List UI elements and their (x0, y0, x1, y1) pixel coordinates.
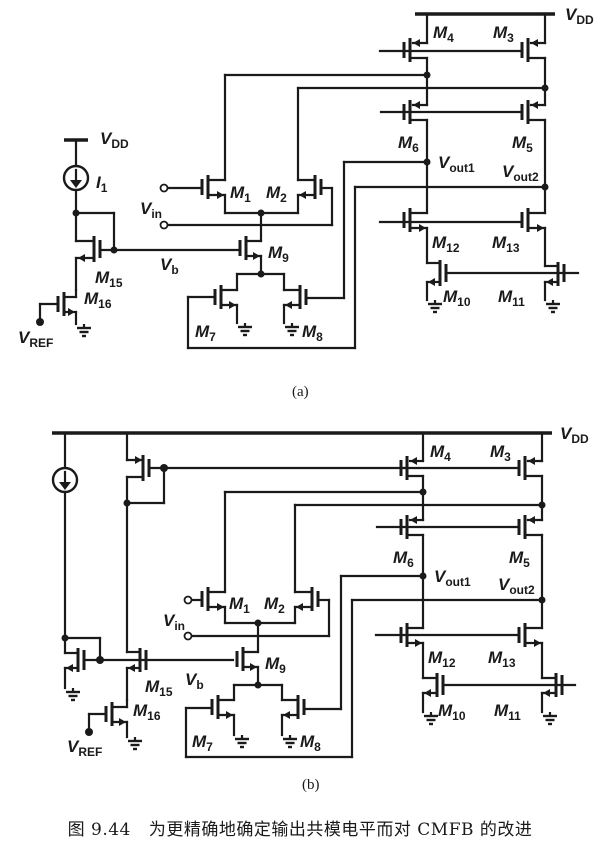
transistor-m9-b: M9 (235, 621, 286, 689)
current-source-b (51, 466, 79, 494)
transistor-m11-b: M11 (494, 673, 564, 726)
vb-label-a: Vb (160, 255, 179, 277)
svg-text:M6: M6 (393, 548, 414, 570)
transistor-m10-b: M10 (421, 673, 466, 726)
transistor-m6-a: M6 (398, 73, 429, 164)
svg-text:M1: M1 (230, 183, 251, 205)
transistor-m4-b: M4 (399, 431, 451, 494)
vout1-label-a: Vout1 (438, 153, 475, 175)
svg-text:M2: M2 (266, 183, 287, 205)
svg-text:M7: M7 (192, 732, 213, 754)
transistor-m16-a: M16 (36, 288, 112, 338)
vdd-label-a: VDD (565, 5, 594, 27)
svg-text:M13: M13 (492, 233, 520, 255)
svg-text:M10: M10 (438, 701, 466, 723)
circuit-b: VDD (51, 424, 589, 793)
svg-text:M4: M4 (430, 442, 451, 464)
transistor-m12-b: M12 (399, 574, 456, 680)
transistor-m1-a: M1 (159, 73, 251, 215)
svg-text:M2: M2 (264, 594, 285, 616)
svg-text:M4: M4 (433, 23, 454, 45)
vb-label-b: Vb (185, 670, 204, 692)
i1-label: I1 (96, 173, 108, 195)
transistor-mirror-b (63, 636, 235, 702)
transistor-m12-a: M12 (402, 160, 460, 265)
svg-text:M6: M6 (398, 133, 419, 155)
svg-text:M7: M7 (195, 322, 216, 344)
svg-text:M11: M11 (494, 701, 521, 723)
vout1-label-b: Vout1 (434, 567, 471, 589)
svg-text:M12: M12 (432, 233, 460, 255)
svg-text:M15: M15 (95, 268, 123, 290)
transistor-m13-b: M13 (488, 598, 544, 680)
svg-text:M11: M11 (498, 287, 525, 309)
svg-text:M3: M3 (490, 442, 511, 464)
vin-label-b: Vin (163, 611, 185, 633)
transistor-m5-a: M5 (512, 86, 547, 189)
transistor-m10-a: M10 (425, 260, 471, 314)
transistor-m14-b (123, 431, 407, 507)
svg-text:M16: M16 (133, 701, 161, 723)
figure-number: 图 9.44 (67, 820, 131, 840)
transistor-m9-a: M9 (238, 211, 289, 278)
vdd-label-b: VDD (560, 424, 589, 446)
svg-text:M8: M8 (300, 732, 321, 754)
transistor-m1-b: M1 (183, 490, 250, 625)
svg-text:M12: M12 (428, 648, 456, 670)
svg-text:M10: M10 (443, 287, 471, 309)
subfigure-label-b: (b) (302, 777, 320, 793)
svg-text:M13: M13 (488, 648, 516, 670)
transistor-m15-b: M15 (125, 648, 173, 702)
transistor-m8-a: M8 (282, 272, 346, 344)
svg-text:M9: M9 (268, 243, 289, 265)
transistor-m13-a: M13 (492, 185, 547, 268)
vdd-left-label-a: VDD (100, 129, 129, 151)
vref-label-a: VREF (18, 328, 53, 350)
transistor-m16-b: M16 (85, 698, 161, 751)
transistor-m15-a: M15 (74, 211, 123, 292)
vout2-label-b: Vout2 (498, 575, 535, 597)
subfigure-label-a: (a) (292, 384, 309, 400)
figure-caption-text: 为更精确地确定输出共模电平而对 CMFB 的改进 (148, 820, 533, 840)
transistor-m3-a: M3 (493, 12, 547, 90)
svg-text:M9: M9 (265, 654, 286, 676)
vout2-label-a: Vout2 (502, 162, 539, 184)
transistor-m2-a: M2 (266, 86, 334, 227)
vref-label-b: VREF (67, 737, 102, 759)
circuit-a: VDD M4 M3 (18, 5, 594, 400)
transistor-m8-b: M8 (280, 683, 343, 754)
transistor-m11-a: M11 (498, 262, 566, 314)
vin-label-a: Vin (140, 199, 162, 221)
svg-text:M5: M5 (512, 133, 533, 155)
transistor-m2-b: M2 (264, 503, 331, 638)
svg-text:M3: M3 (493, 23, 514, 45)
svg-text:M5: M5 (509, 548, 530, 570)
transistor-m7-a: M7 (186, 272, 254, 350)
svg-text:M15: M15 (145, 677, 173, 699)
svg-text:M1: M1 (229, 594, 250, 616)
svg-text:M8: M8 (302, 322, 323, 344)
current-source-i1-a (62, 164, 90, 192)
transistor-m5-b: M5 (509, 503, 544, 602)
transistor-m4-a: M4 (402, 12, 454, 77)
figure-caption: 图 9.44 为更精确地确定输出共模电平而对 CMFB 的改进 (0, 815, 600, 840)
transistor-m7-b: M7 (184, 683, 251, 759)
svg-text:M16: M16 (84, 289, 112, 311)
